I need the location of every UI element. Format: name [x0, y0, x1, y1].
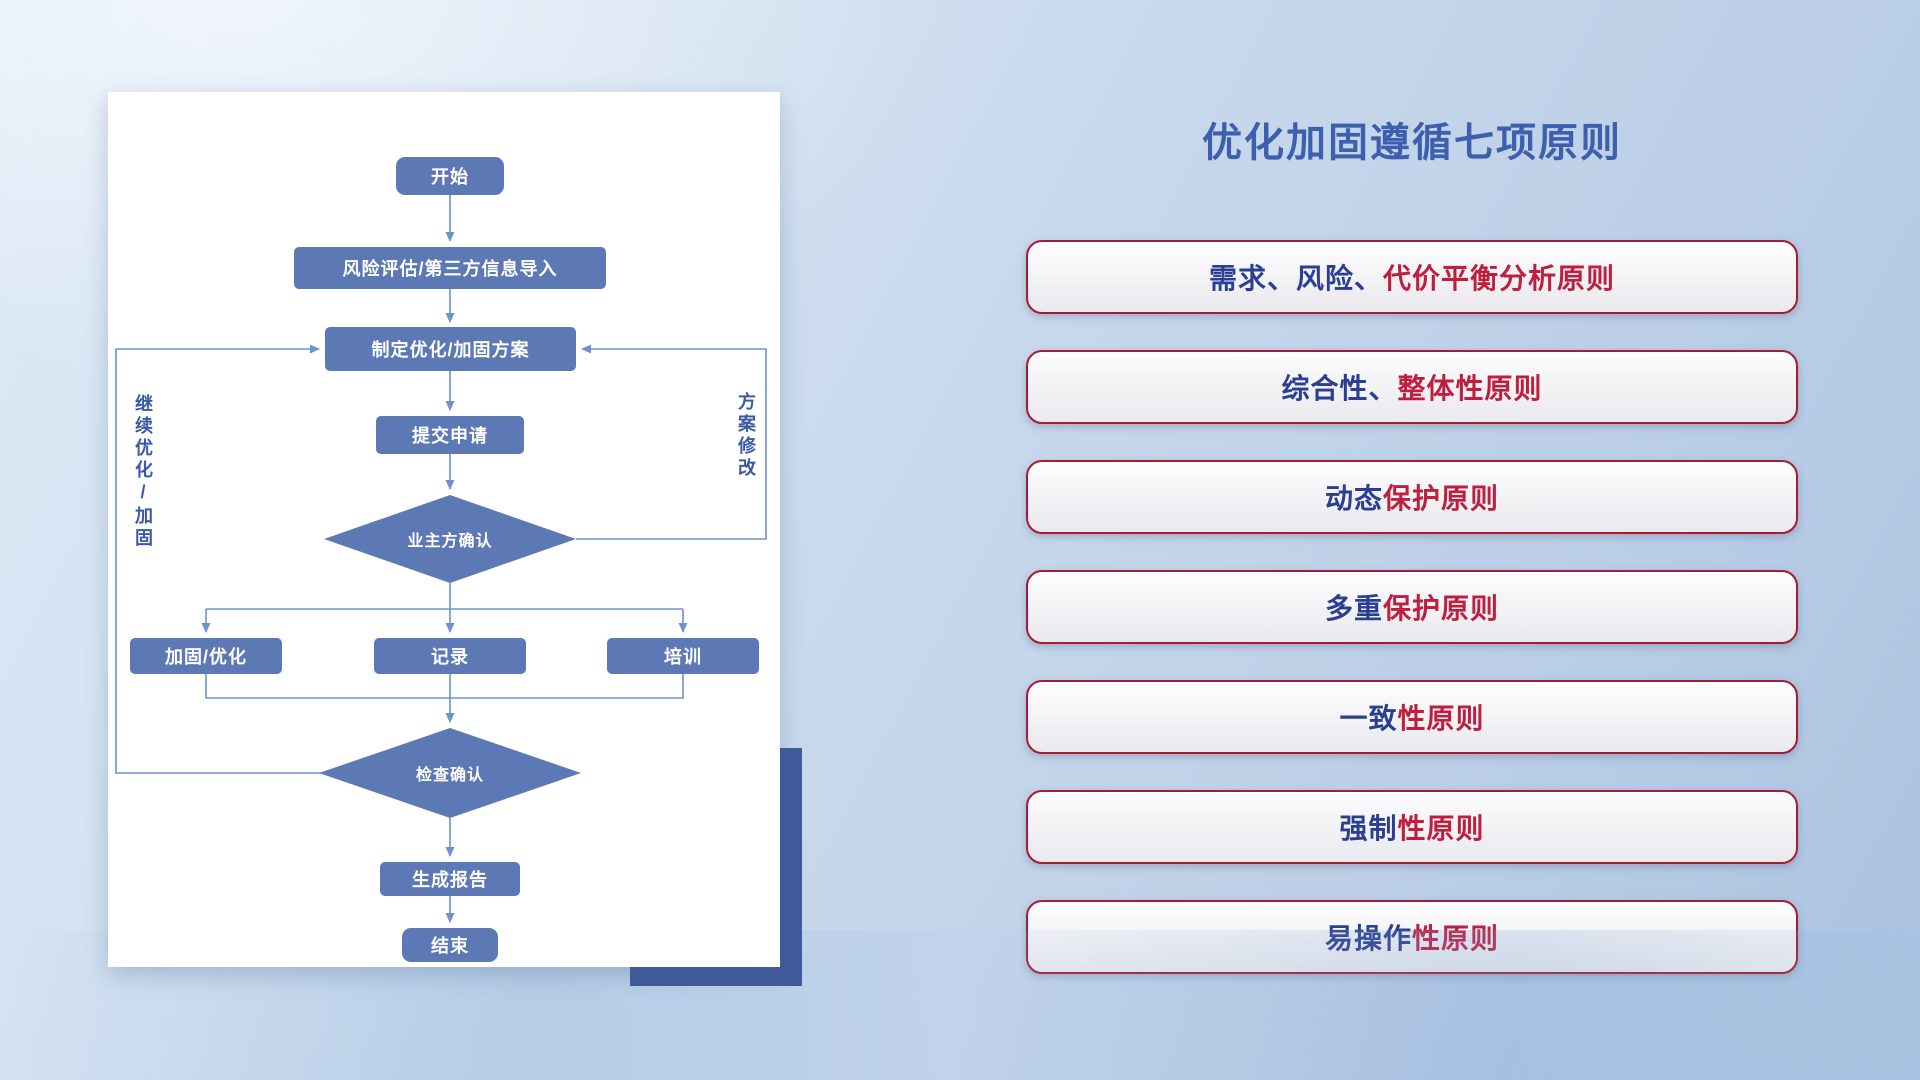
principle-7-tail-text: 性原则 [1412, 923, 1500, 954]
principles-list: 需求、风险、代价平衡分析原则 综合性、整体性原则 动态保护原则 多重保护原则 一… [1026, 240, 1798, 974]
principle-4-lead-text: 多重 [1324, 593, 1383, 624]
flow-node-owner-confirm-label: 业主方确认 [407, 533, 493, 550]
principle-6-lead-text: 强制 [1339, 813, 1398, 844]
principle-item-1: 需求、风险、代价平衡分析原则 [1026, 240, 1798, 314]
principle-6-tail-text: 性原则 [1397, 813, 1485, 844]
principle-7-lead-text: 易操作 [1324, 923, 1412, 954]
principle-item-4: 多重保护原则 [1026, 570, 1798, 644]
flow-node-make-plan-label: 制定优化/加固方案 [371, 340, 530, 360]
principle-item-2: 综合性、整体性原则 [1026, 350, 1798, 424]
flow-node-submit: 提交申请 [376, 416, 524, 454]
loop-label-plan-revise: 方案修改 [736, 392, 756, 480]
principle-5-lead-text: 一致 [1339, 703, 1398, 734]
principle-3-tail-text: 保护原则 [1383, 483, 1500, 514]
flow-node-harden-optimize: 加固/优化 [130, 638, 282, 674]
flow-node-end: 结束 [402, 928, 498, 962]
flowchart-card: 开始 风险评估/第三方信息导入 制定优化/加固方案 提交申请 业主方确认 加固/… [108, 92, 780, 967]
principle-item-6: 强制性原则 [1026, 790, 1798, 864]
flow-node-start: 开始 [396, 157, 504, 195]
principle-5-tail-text: 性原则 [1397, 703, 1485, 734]
flow-node-training-label: 培训 [664, 647, 702, 667]
flow-node-submit-label: 提交申请 [412, 426, 488, 446]
flow-node-start-label: 开始 [431, 167, 469, 187]
principle-3-lead-text: 动态 [1324, 483, 1383, 514]
flow-node-check-confirm-label: 检查确认 [415, 767, 484, 784]
principle-4-tail-text: 保护原则 [1383, 593, 1500, 624]
principle-item-7: 易操作性原则 [1026, 900, 1798, 974]
flow-node-end-label: 结束 [431, 936, 469, 956]
principle-1-tail-text: 代价平衡分析原则 [1383, 263, 1616, 294]
principle-item-3: 动态保护原则 [1026, 460, 1798, 534]
flow-node-harden-optimize-label: 加固/优化 [164, 647, 247, 667]
flow-node-report: 生成报告 [380, 862, 520, 896]
flow-node-record: 记录 [374, 638, 526, 674]
flow-node-record-label: 记录 [431, 647, 469, 667]
flowchart-connectors [115, 195, 767, 923]
flow-node-make-plan: 制定优化/加固方案 [325, 327, 576, 371]
flow-node-risk-import: 风险评估/第三方信息导入 [294, 247, 606, 289]
flow-node-training: 培训 [607, 638, 759, 674]
page-title: 优化加固遵循七项原则 [1202, 121, 1622, 165]
principle-2-lead-text: 综合性、 [1281, 373, 1398, 404]
loop-label-continue-optimize: 继续优化/加固 [133, 394, 153, 550]
flow-node-risk-import-label: 风险评估/第三方信息导入 [342, 259, 558, 279]
principle-item-5: 一致性原则 [1026, 680, 1798, 754]
flow-node-report-label: 生成报告 [412, 870, 488, 890]
principle-1-lead-text: 需求、风险、 [1208, 263, 1383, 294]
principle-2-tail-text: 整体性原则 [1397, 373, 1543, 404]
